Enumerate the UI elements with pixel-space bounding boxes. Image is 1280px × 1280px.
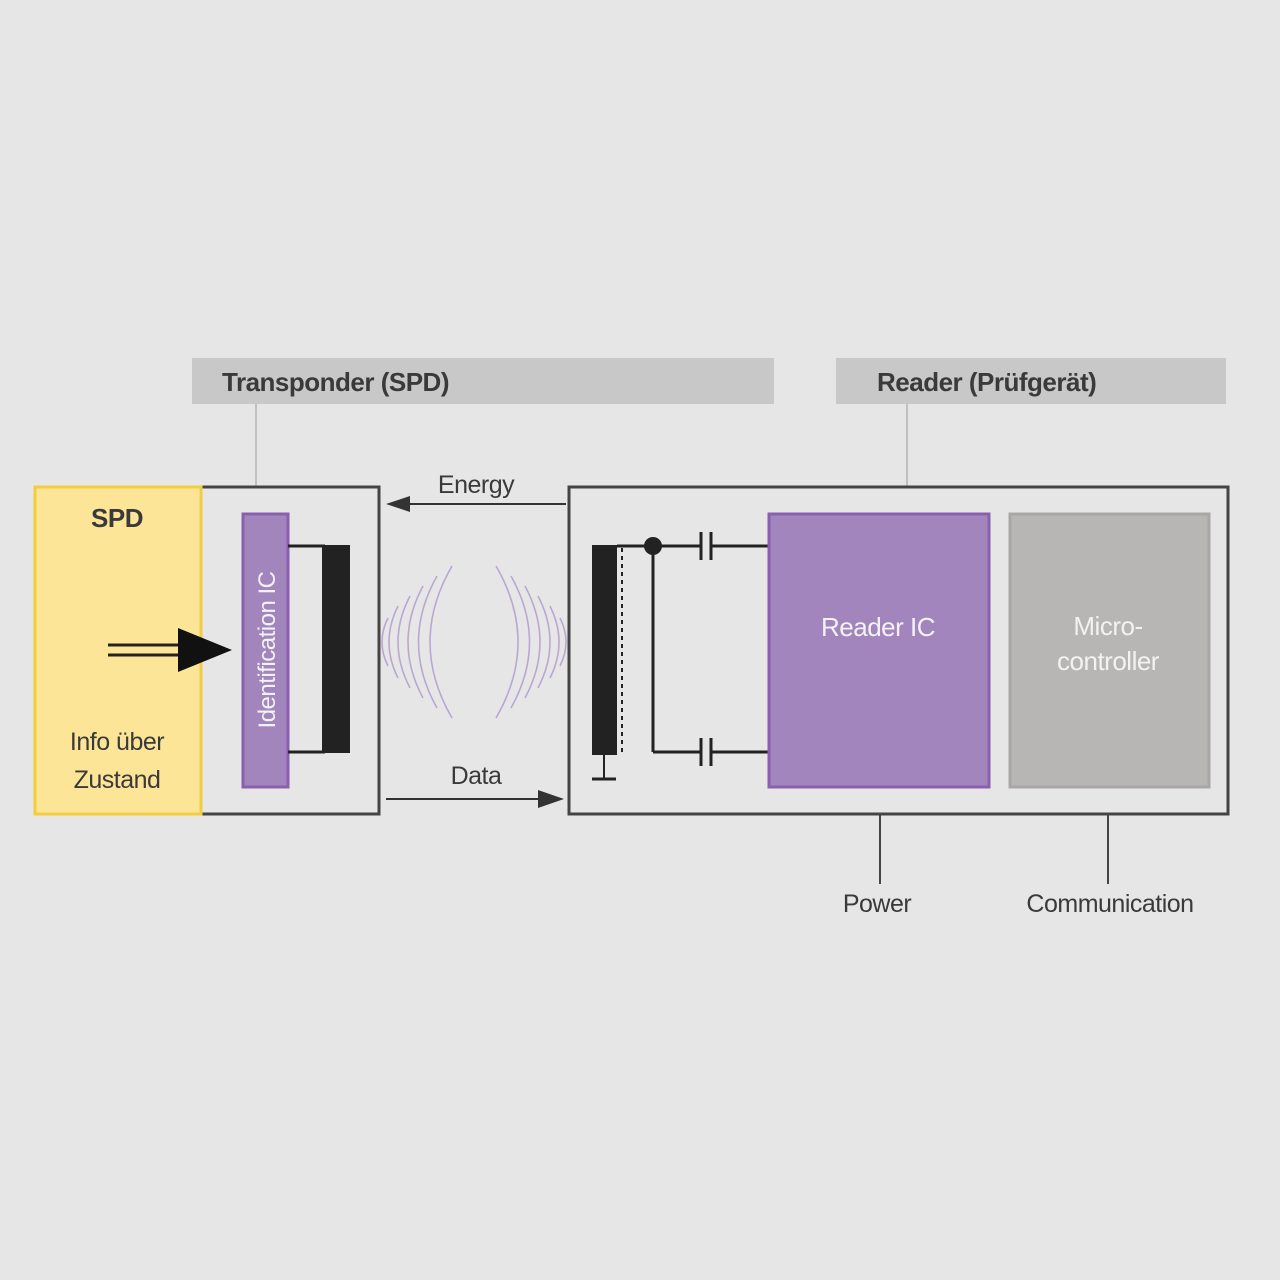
transponder-header-label: Transponder (SPD) bbox=[222, 367, 449, 397]
microcontroller-label-line1: Micro- bbox=[1073, 611, 1142, 641]
spd-info-line2: Zustand bbox=[74, 766, 161, 794]
reader-antenna-icon bbox=[592, 545, 623, 781]
power-label: Power bbox=[843, 890, 912, 918]
data-label: Data bbox=[451, 762, 502, 790]
transponder-antenna-icon bbox=[288, 544, 350, 754]
junction-dot bbox=[644, 537, 662, 555]
spd-block: SPD Info über Zustand bbox=[33, 485, 203, 816]
spd-title: SPD bbox=[91, 503, 143, 533]
reader-ic: Reader IC bbox=[767, 512, 991, 789]
data-arrow: Data bbox=[386, 762, 564, 808]
identification-ic: Identification IC bbox=[241, 512, 290, 789]
identification-ic-label: Identification IC bbox=[254, 571, 281, 728]
transponder-header: Transponder (SPD) bbox=[192, 358, 774, 404]
radio-wave-icon bbox=[381, 565, 567, 719]
info-arrow-icon bbox=[108, 628, 232, 672]
microcontroller-label-line2: controller bbox=[1057, 646, 1160, 676]
reader-header-label: Reader (Prüfgerät) bbox=[877, 367, 1096, 397]
energy-arrow: Energy bbox=[386, 471, 566, 512]
spd-info-line1: Info über bbox=[70, 728, 164, 756]
reader-header: Reader (Prüfgerät) bbox=[836, 358, 1226, 404]
energy-label: Energy bbox=[438, 471, 515, 499]
communication-label: Communication bbox=[1026, 890, 1193, 918]
reader-ic-label: Reader IC bbox=[821, 612, 935, 642]
microcontroller: Micro- controller bbox=[1008, 512, 1211, 789]
